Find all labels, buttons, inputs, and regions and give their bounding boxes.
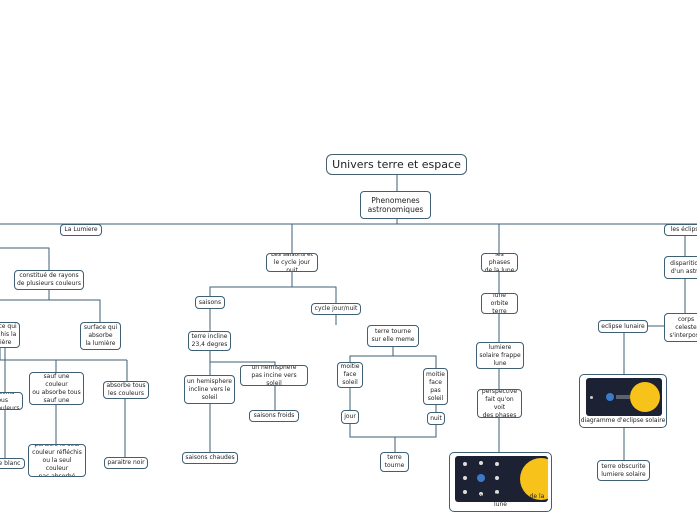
reflechis-tous-node[interactable]: réfléchis tous les couleurs bbox=[0, 392, 23, 410]
disparition-astre-node[interactable]: disparition d'un astre bbox=[664, 256, 697, 279]
terre-obscurcit-node[interactable]: terre obscurite lumiere solaire bbox=[597, 460, 650, 481]
eclipse-diagram[interactable]: diagramme d'eclipse solaire bbox=[579, 374, 667, 428]
rayons-couleurs-node[interactable]: constitué de rayons de plusieurs couleur… bbox=[14, 270, 84, 290]
phenomenes-node[interactable]: Phenomenes astronomiques bbox=[360, 191, 431, 219]
moon-phases-diagram[interactable]: Diagramme des phases de la lune bbox=[449, 452, 552, 512]
terre-incline-node[interactable]: terre incline 23,4 degres bbox=[188, 331, 231, 351]
absorbe-tous-node[interactable]: absorbe tous les couleurs bbox=[103, 381, 149, 399]
lumiere-solaire-node[interactable]: lumiere solaire frappe lune bbox=[476, 342, 524, 369]
lumiere-node[interactable]: La Lumiere bbox=[60, 224, 102, 236]
corps-celeste-node[interactable]: corps celeste s'interpose bbox=[664, 313, 697, 342]
paraitre-noir-node[interactable]: paraitre noir bbox=[104, 457, 148, 469]
moon-phases-image bbox=[455, 456, 548, 502]
eclipse-image bbox=[586, 378, 662, 416]
hemisphere-pas-node[interactable]: un hemisphere pas incine vers soleil bbox=[240, 365, 308, 386]
nuit-node[interactable]: nuit bbox=[427, 412, 445, 425]
saisons-froids-node[interactable]: saisons froids bbox=[249, 410, 299, 422]
moon-phases-caption: Diagramme des phases de la lune bbox=[456, 493, 545, 508]
saisons-cycle-node[interactable]: Les saisons et le cycle jour nuit bbox=[266, 253, 318, 272]
eclipse-lunaire-node[interactable]: eclipse lunaire bbox=[598, 320, 648, 333]
saisons-node[interactable]: saisons bbox=[195, 296, 225, 309]
reflechis-une-node[interactable]: réfléchis tous sauf une couleur ou absor… bbox=[29, 372, 84, 405]
cycle-jour-nuit-node[interactable]: cycle jour/nuit bbox=[311, 303, 361, 315]
phases-lune-node[interactable]: les phases de la lune bbox=[481, 253, 518, 272]
saisons-chaudes-node[interactable]: saisons chaudes bbox=[182, 452, 238, 464]
hemisphere-incline-node[interactable]: un hemisphere incline vers le soleil bbox=[184, 375, 235, 404]
moitie-pas-soleil-node[interactable]: moitie face pas soleil bbox=[423, 368, 448, 405]
moitie-face-soleil-node[interactable]: moitie face soleil bbox=[337, 362, 363, 388]
paraitre-seul-node[interactable]: paraitre le seul couleur réfléchis ou la… bbox=[28, 444, 86, 477]
eclipse-caption: diagramme d'eclipse solaire bbox=[580, 417, 666, 424]
perspective-node[interactable]: perspective fait qu'on voit des phases bbox=[477, 389, 522, 418]
terre-tourne-meme-node[interactable]: terre tourne sur elle meme bbox=[367, 325, 419, 347]
paraitre-blanc-node[interactable]: paraitre blanc bbox=[0, 458, 25, 469]
eclipses-node[interactable]: les éclipses bbox=[664, 224, 697, 236]
jour-node[interactable]: jour bbox=[341, 410, 359, 424]
lune-orbite-node[interactable]: lune orbite terre bbox=[481, 293, 518, 314]
surface-absorbe-node[interactable]: surface qui absorbe la lumière bbox=[80, 322, 121, 350]
surface-reflechis-node[interactable]: surface qui réfléchis la lumière bbox=[0, 322, 20, 348]
root-topic[interactable]: Univers terre et espace bbox=[326, 154, 467, 175]
terre-tourne-node[interactable]: terre tourne bbox=[380, 452, 409, 472]
